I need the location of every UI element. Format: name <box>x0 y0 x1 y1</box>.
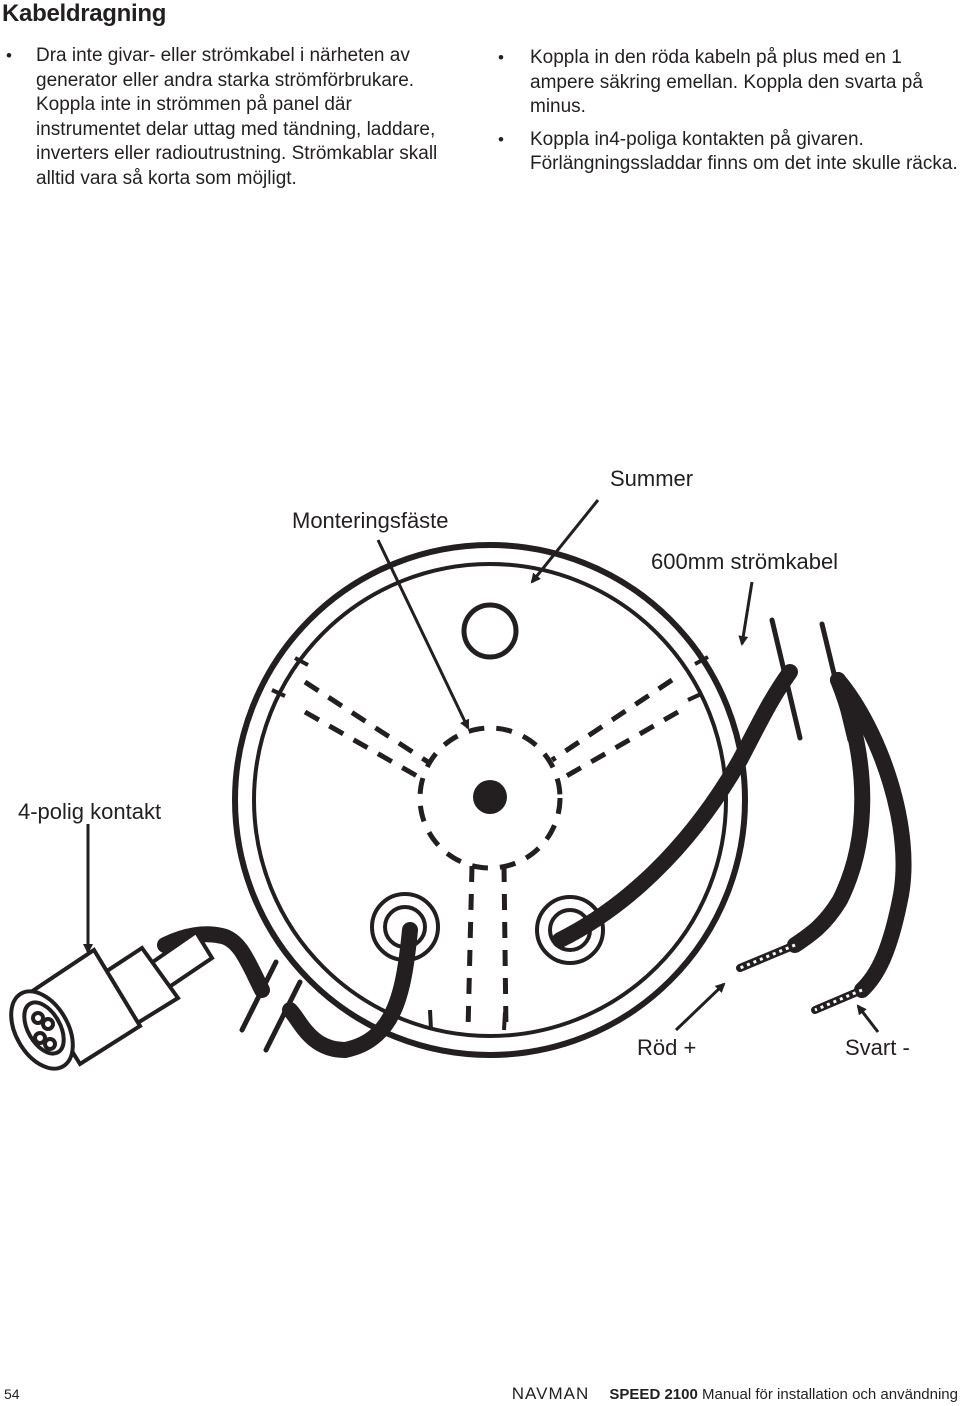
brand-logo: NAVMAN <box>511 1384 590 1403</box>
label-four-pin-connector: 4-polig kontakt <box>18 799 162 824</box>
label-summer: Summer <box>610 466 694 491</box>
mounting-bracket-outline <box>303 677 680 1031</box>
callout-arrows <box>83 499 880 1033</box>
manual-title: Manual för installation och användning <box>701 1386 958 1403</box>
wire-end-black <box>811 986 866 1014</box>
left-column: Dra inte givar- eller strömkabel i närhe… <box>0 44 460 200</box>
label-red-wire: Röd + <box>637 1035 697 1060</box>
right-column: Koppla in den röda kabeln på plus med en… <box>490 46 960 185</box>
bullet-cable-routing: Dra inte givar- eller strömkabel i närhe… <box>0 44 460 192</box>
bullet-red-cable: Koppla in den röda kabeln på plus med en… <box>490 46 960 120</box>
transducer-cable <box>157 922 418 1059</box>
bullet-connector: Koppla in4-poliga kontakten på givaren. … <box>490 128 960 177</box>
instrument-housing <box>232 542 748 1058</box>
center-hole <box>473 780 507 814</box>
product-model: SPEED 2100 <box>609 1386 698 1403</box>
label-power-cable: 600mm strömkabel <box>651 549 839 574</box>
footer: NAVMAN SPEED 2100 Manual för installatio… <box>512 1384 958 1404</box>
label-mounting-bracket: Monteringsfäste <box>292 508 449 533</box>
page-number: 54 <box>4 1386 20 1402</box>
page-heading: Kabeldragning <box>2 0 167 27</box>
buzzer <box>461 602 519 660</box>
wire-end-red <box>736 941 799 972</box>
four-pin-connector <box>9 929 215 1071</box>
rim-ticks <box>271 655 709 1031</box>
label-black-wire: Svart - <box>845 1035 910 1060</box>
power-cable <box>552 617 912 998</box>
